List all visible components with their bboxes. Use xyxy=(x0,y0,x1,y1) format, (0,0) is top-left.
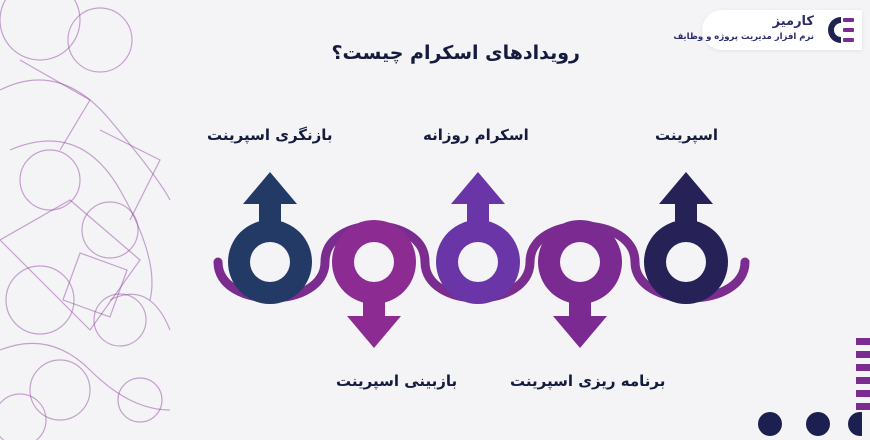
up-arrow-icon xyxy=(451,172,505,225)
dot-icon xyxy=(758,412,782,436)
node-sprint-review xyxy=(332,220,416,348)
brand-tagline: نرم افزار مدیریت پروژه و وظایف xyxy=(673,32,814,42)
dot-icon xyxy=(848,412,862,436)
up-arrow-icon xyxy=(243,172,297,225)
page-title: رویدادهای اسکرام چیست؟ xyxy=(331,42,581,64)
event-label-sprint: اسپرینت xyxy=(655,126,718,144)
logo-mark-icon xyxy=(828,17,854,43)
event-label-sprint-planning: برنامه ریزی اسپرینت xyxy=(510,372,666,390)
node-daily-scrum xyxy=(436,172,520,304)
dot-icon xyxy=(806,412,830,436)
up-arrow-icon xyxy=(659,172,713,225)
dots-decoration xyxy=(758,412,862,436)
node-sprint-planning xyxy=(538,220,622,348)
brand-logo[interactable]: کارمیز نرم افزار مدیریت پروژه و وظایف xyxy=(673,10,862,50)
event-label-sprint-retrospective: بازنگری اسپرینت xyxy=(207,126,333,144)
node-sprint xyxy=(644,172,728,304)
event-label-sprint-review: بازبینی اسپرینت xyxy=(336,372,458,390)
stripe-bars-icon xyxy=(856,338,870,410)
event-label-daily-scrum: اسکرام روزانه xyxy=(423,126,529,144)
node-sprint-retrospective xyxy=(228,172,312,304)
decorative-pattern xyxy=(0,0,171,440)
down-arrow-icon xyxy=(553,298,607,348)
down-arrow-icon xyxy=(347,298,401,348)
brand-name: کارمیز xyxy=(772,14,814,29)
